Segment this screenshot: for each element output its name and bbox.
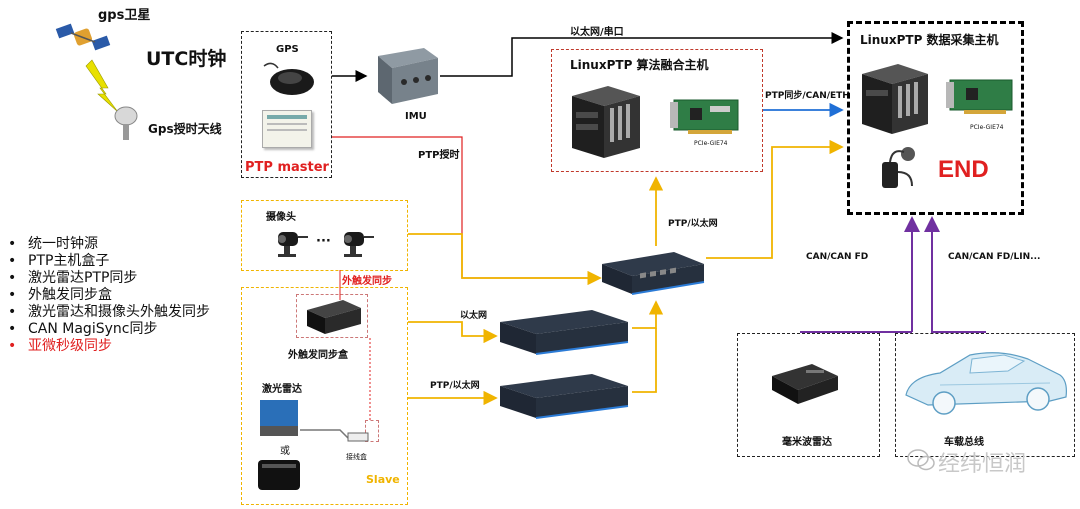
arrow-mid-switch-top <box>632 300 664 329</box>
or-label: 或 <box>280 446 290 457</box>
arrow-switch-collector <box>706 139 844 259</box>
satellite-icon <box>55 16 115 58</box>
bullet-item: CAN MagiSync同步 <box>6 321 238 338</box>
fusion-host-card-icon <box>670 96 742 136</box>
imu-device-icon <box>370 42 442 108</box>
ptp-eth-upper-label: PTP/以太网 <box>668 219 718 229</box>
arrow-camera-switch <box>408 233 602 286</box>
ptp-master-box <box>241 31 332 178</box>
ext-sync-box-icon <box>303 296 365 338</box>
bullet-item: PTP主机盒子 <box>6 253 238 270</box>
bullet-item: 激光雷达PTP同步 <box>6 270 238 287</box>
can-fd-lin-label: CAN/CAN FD/LIN... <box>948 252 1041 262</box>
arrow-vehicle-collector <box>924 216 986 333</box>
imu-label: IMU <box>405 111 427 122</box>
bullet-item-highlight: 亚微秒级同步 <box>6 338 238 355</box>
lightning-icon <box>85 59 119 113</box>
bullet-item: 激光雷达和摄像头外触发同步 <box>6 304 238 321</box>
arrow-extbox-switch <box>408 321 498 344</box>
can-fd-label: CAN/CAN FD <box>806 252 869 262</box>
ext-sync-label: 外触发同步 <box>342 276 392 287</box>
camera-more-dots: ··· <box>316 234 331 249</box>
ptp-master-title: PTP master <box>245 160 329 175</box>
gps-antenna-label: Gps授时天线 <box>148 122 222 136</box>
gps-antenna-icon <box>113 106 139 142</box>
fusion-host-title: LinuxPTP 算法融合主机 <box>570 58 709 72</box>
camera-icon-2 <box>338 226 378 258</box>
camera-box <box>241 200 408 271</box>
camera-icon-1 <box>272 226 312 258</box>
watermark-text: 经纬恒润 <box>938 452 1027 477</box>
radar-box <box>737 333 880 457</box>
arrow-low-switch-top <box>632 328 657 393</box>
eth-label: 以太网 <box>460 311 488 321</box>
radar-device-icon <box>768 358 840 410</box>
vehicle-bus-label: 车载总线 <box>944 437 984 448</box>
ptp-eth-lower-label: PTP/以太网 <box>430 381 480 391</box>
gps-receiver-icon <box>258 58 318 98</box>
junction-box-icon <box>346 428 372 442</box>
end-label: END <box>938 156 989 183</box>
bullet-item: 统一时钟源 <box>6 236 238 253</box>
slave-title: Slave <box>366 473 400 486</box>
fusion-host-pc-icon <box>568 82 644 160</box>
serial-link-label: 以太网/串口 <box>570 27 624 38</box>
gps-module-label: GPS <box>276 44 299 55</box>
camera-label: 摄像头 <box>266 212 296 223</box>
arrow-imu-collector <box>440 32 844 77</box>
ptp-master-device-icon <box>262 110 312 148</box>
fusion-card-label: PCIe-GIE74 <box>694 140 728 147</box>
radar-label: 毫米波雷达 <box>782 437 832 448</box>
ptp-timing-label: PTP授时 <box>418 150 460 161</box>
ethernet-switch-middle <box>496 306 632 358</box>
fusion-host-box <box>551 49 763 172</box>
junction-box-label: 接线盒 <box>346 453 367 461</box>
junction-box-frame <box>365 420 379 442</box>
ethernet-switch-top <box>598 248 708 300</box>
ethernet-switch-lower <box>496 370 632 422</box>
lidar-alt-icon <box>256 456 302 494</box>
can-interface-icon <box>872 142 920 192</box>
ext-sync-box-label: 外触发同步盒 <box>288 350 348 361</box>
wechat-logo-icon <box>906 448 936 472</box>
collector-host-card-icon <box>946 76 1016 116</box>
ext-sync-box-frame <box>296 294 368 338</box>
collector-host-pc-icon <box>858 60 932 136</box>
lidar-label: 激光雷达 <box>262 384 302 395</box>
lidar-icon <box>258 398 300 438</box>
collector-card-label: PCIe-GIE74 <box>970 124 1004 131</box>
vehicle-box <box>895 333 1075 457</box>
satellite-label: gps卫星 <box>98 8 151 23</box>
feature-bullet-list: 统一时钟源 PTP主机盒子 激光雷达PTP同步 外触发同步盒 激光雷达和摄像头外… <box>6 236 238 355</box>
ptp-can-eth-label: PTP同步/CAN/ETH <box>765 91 850 101</box>
collector-host-title: LinuxPTP 数据采集主机 <box>860 33 999 47</box>
collector-host-box <box>847 21 1024 215</box>
utc-clock-label: UTC时钟 <box>146 48 227 70</box>
slave-box <box>241 287 408 505</box>
vehicle-car-icon <box>900 345 1072 421</box>
bullet-item: 外触发同步盒 <box>6 287 238 304</box>
